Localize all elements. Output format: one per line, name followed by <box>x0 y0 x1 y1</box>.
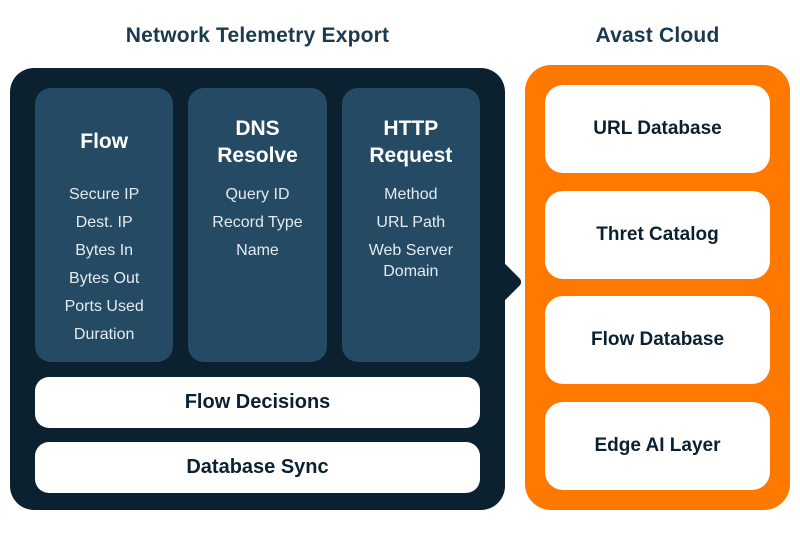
column-items: Secure IP Dest. IP Bytes In Bytes Out Po… <box>35 184 173 345</box>
cloud-card-edge-ai-layer: Edge AI Layer <box>545 401 770 490</box>
telemetry-column-dns-resolve: DNS Resolve Query ID Record Type Name <box>188 88 327 362</box>
telemetry-field: URL Path <box>376 214 446 231</box>
flow-decisions-label: Flow Decisions <box>184 391 331 413</box>
column-items: Method URL Path Web Server Domain <box>342 184 480 282</box>
telemetry-field: Web Server Domain <box>368 242 453 280</box>
database-sync-bar: Database Sync <box>35 442 480 493</box>
cloud-card-label: URL Database <box>593 118 722 139</box>
telemetry-column-http-request: HTTP Request Method URL Path Web Server … <box>341 88 480 362</box>
column-heading: HTTP Request <box>369 116 453 167</box>
cloud-card-threat-catalog: Thret Catalog <box>545 190 770 279</box>
cloud-card-url-database: URL Database <box>545 85 770 173</box>
cloud-card-label: Edge AI Layer <box>594 434 721 456</box>
telemetry-field: Duration <box>73 326 135 343</box>
cloud-card-flow-database: Flow Database <box>545 296 770 385</box>
column-heading: Flow <box>80 130 129 154</box>
telemetry-column-flow: Flow Secure IP Dest. IP Bytes In Bytes O… <box>35 88 174 362</box>
avast-cloud-box: URL Database Thret Catalog Flow Database… <box>525 65 790 510</box>
cloud-card-label: Flow Database <box>590 329 725 351</box>
column-heading: DNS Resolve <box>217 116 298 167</box>
telemetry-field: Dest. IP <box>75 214 133 231</box>
left-panel-title: Network Telemetry Export <box>125 24 390 47</box>
telemetry-field: Record Type <box>212 214 303 231</box>
telemetry-field: Bytes Out <box>69 270 140 287</box>
telemetry-columns: Flow Secure IP Dest. IP Bytes In Bytes O… <box>35 88 480 362</box>
column-items: Query ID Record Type Name <box>188 184 326 261</box>
flow-decisions-bar: Flow Decisions <box>35 377 480 428</box>
telemetry-field: Name <box>236 242 279 259</box>
telemetry-field: Ports Used <box>64 298 144 315</box>
right-panel-title: Avast Cloud <box>595 24 720 47</box>
connector-arrow-icon <box>480 260 524 304</box>
cloud-card-label: Thret Catalog <box>596 223 719 245</box>
database-sync-label: Database Sync <box>186 456 329 478</box>
telemetry-field: Secure IP <box>69 186 140 203</box>
network-telemetry-box: Flow Secure IP Dest. IP Bytes In Bytes O… <box>10 68 524 510</box>
telemetry-field: Query ID <box>225 186 290 203</box>
telemetry-field: Method <box>384 186 438 203</box>
telemetry-field: Bytes In <box>75 242 134 259</box>
